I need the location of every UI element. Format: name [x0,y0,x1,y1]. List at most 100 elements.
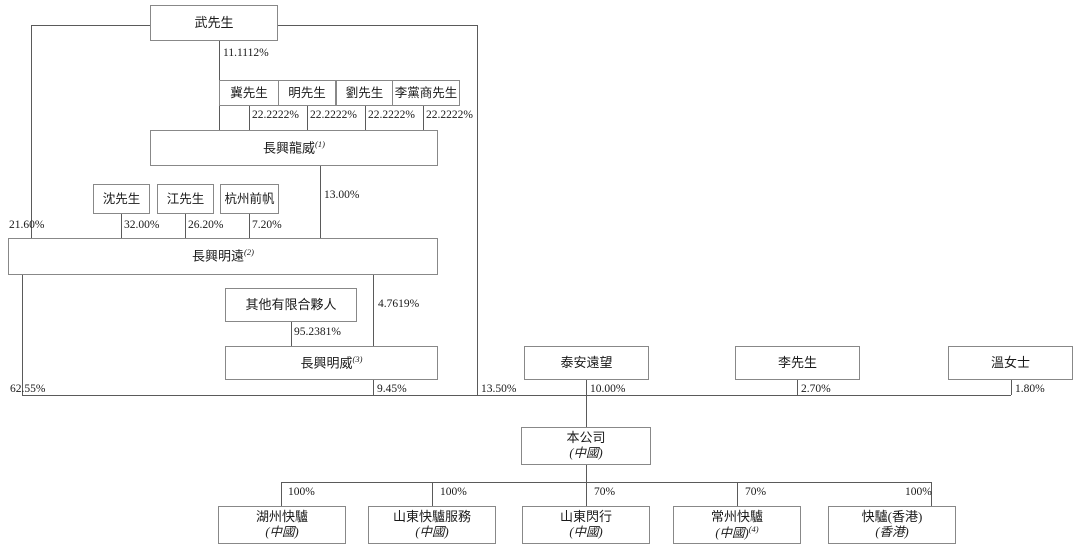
node-wu[interactable]: 武先生 [150,5,278,41]
node-shandong-shanxing-label: 山東閃行 [559,509,612,525]
connector-bus-to-shanxing [586,482,587,506]
node-changzhou-kualv-note: (4) [748,523,759,534]
node-liu-label: 劉先生 [345,85,384,100]
pct-company-to-hk: 100% [905,486,932,498]
pct-wu-to-longwei: 11.1112% [223,47,269,59]
connector-wu-right-vertical [477,25,478,395]
pct-taian-to-company: 10.00% [590,383,626,395]
node-shen[interactable]: 沈先生 [93,184,150,214]
connector-mingyuan-to-mingwei [373,275,374,346]
node-changxing-longwei[interactable]: 長興龍威(1) [150,130,438,166]
pct-longwei-to-mingyuan: 13.00% [324,189,360,201]
node-hangzhou-qianfan[interactable]: 杭州前帆 [220,184,279,214]
node-changxing-mingyuan-note: (2) [244,247,254,258]
connector-ming-to-longwei [307,106,308,130]
node-taian-yuanwang[interactable]: 泰安遠望 [524,346,649,380]
node-changxing-mingwei[interactable]: 長興明威(3) [225,346,438,380]
node-other-limited-partners-label: 其他有限合夥人 [245,296,337,312]
node-wen[interactable]: 溫女士 [948,346,1073,380]
pct-wu-to-company: 13.50% [481,383,517,395]
connector-taian-to-company [586,380,587,395]
connector-bus-to-changzhou [737,482,738,506]
node-changxing-mingwei-note: (3) [352,353,363,364]
connector-wu-right-horizontal [278,25,477,26]
node-shandong-shanxing[interactable]: 山東閃行 (中國) [522,506,650,544]
node-changxing-longwei-label: 長興龍威(1) [263,138,325,156]
node-ji-label: 冀先生 [230,85,268,100]
node-company-jurisdiction: (中國) [569,446,603,461]
connector-lidangshang-to-longwei [423,106,424,130]
connector-otherlp-to-mingwei [291,322,292,346]
connector-liu-to-longwei [365,106,366,130]
connector-shen-to-mingyuan [121,214,122,238]
pct-li-to-company: 2.70% [801,383,831,395]
pct-mingyuan-to-mingwei: 4.7619% [378,298,420,310]
connector-bus-to-huzhou [281,482,282,506]
node-wu-label: 武先生 [194,14,234,30]
pct-mingyuan-to-company: 62.55% [10,383,46,395]
pct-wu-to-mingyuan: 21.60% [9,219,45,231]
pct-shen-to-mingyuan: 32.00% [124,219,160,231]
node-changxing-longwei-note: (1) [315,138,325,149]
node-changzhou-kualv-jurisdiction: (中國)(4) [715,523,759,540]
connector-jiang-to-mingyuan [185,214,186,238]
node-shandong-kualv-fuwu[interactable]: 山東快驢服務 (中國) [368,506,496,544]
pct-qianfan-to-mingyuan: 7.20% [252,219,282,231]
node-hangzhou-qianfan-label: 杭州前帆 [224,191,275,206]
pct-company-to-shanxing: 70% [594,486,616,498]
node-changxing-mingyuan-label: 長興明遠(2) [192,247,254,264]
connector-mingyuan-to-company [22,275,23,395]
connector-bus-to-shandong-fuwu [432,482,433,506]
node-shandong-kualv-fuwu-label: 山東快驢服務 [392,509,471,525]
connector-bus-to-company [586,395,587,427]
node-lidangshang[interactable]: 李黨商先生 [392,80,460,106]
connector-company-shareholder-bus [22,395,1011,396]
node-company-label: 本公司 [566,430,606,446]
node-jiang[interactable]: 江先生 [157,184,214,214]
node-huzhou-kualv-jurisdiction: (中國) [265,525,299,540]
connector-ji-to-longwei [249,106,250,130]
node-shen-label: 沈先生 [102,191,141,206]
connector-li-to-company [797,380,798,395]
node-huzhou-kualv-label: 湖州快驢 [255,509,308,525]
node-huzhou-kualv[interactable]: 湖州快驢 (中國) [218,506,346,544]
pct-jiang-to-mingyuan: 26.20% [188,219,224,231]
node-changxing-mingyuan[interactable]: 長興明遠(2) [8,238,438,275]
node-company[interactable]: 本公司 (中國) [521,427,651,465]
pct-liu-to-longwei: 22.2222% [368,109,415,121]
node-other-limited-partners[interactable]: 其他有限合夥人 [225,288,357,322]
node-shandong-shanxing-jurisdiction: (中國) [569,525,603,540]
pct-company-to-huzhou: 100% [288,486,315,498]
node-changzhou-kualv-label: 常州快驢 [710,508,763,524]
node-jiang-label: 江先生 [166,191,205,206]
connector-bus-to-hk [931,482,932,506]
pct-lidangshang-to-longwei: 22.2222% [426,109,473,121]
node-taian-yuanwang-label: 泰安遠望 [560,354,613,370]
pct-ji-to-longwei: 22.2222% [252,109,299,121]
connector-subsidiary-bus [281,482,931,483]
node-changzhou-kualv[interactable]: 常州快驢 (中國)(4) [673,506,801,544]
node-ming[interactable]: 明先生 [278,80,336,106]
node-lidangshang-label: 李黨商先生 [394,85,458,100]
node-ji[interactable]: 冀先生 [219,80,279,106]
connector-company-to-subsidiary-bus [586,465,587,482]
node-wen-label: 溫女士 [990,354,1030,370]
pct-company-to-shandong-fuwu: 100% [440,486,467,498]
connector-wen-to-company [1011,380,1012,395]
connector-mingwei-to-company [373,380,374,395]
node-kualv-hk[interactable]: 快驢(香港) (香港) [828,506,956,544]
pct-otherlp-to-mingwei: 95.2381% [294,326,341,338]
node-li-label: 李先生 [777,354,817,370]
node-ming-label: 明先生 [288,85,326,100]
node-changxing-mingwei-label: 長興明威(3) [300,353,363,371]
connector-longwei-to-mingyuan [320,166,321,238]
connector-wu-left-horizontal [31,25,150,26]
pct-company-to-changzhou: 70% [745,486,767,498]
node-li[interactable]: 李先生 [735,346,860,380]
pct-mingwei-to-company: 9.45% [377,383,407,395]
node-kualv-hk-label: 快驢(香港) [861,509,923,525]
node-liu[interactable]: 劉先生 [336,80,393,106]
pct-ming-to-longwei: 22.2222% [310,109,357,121]
connector-qianfan-to-mingyuan [249,214,250,238]
